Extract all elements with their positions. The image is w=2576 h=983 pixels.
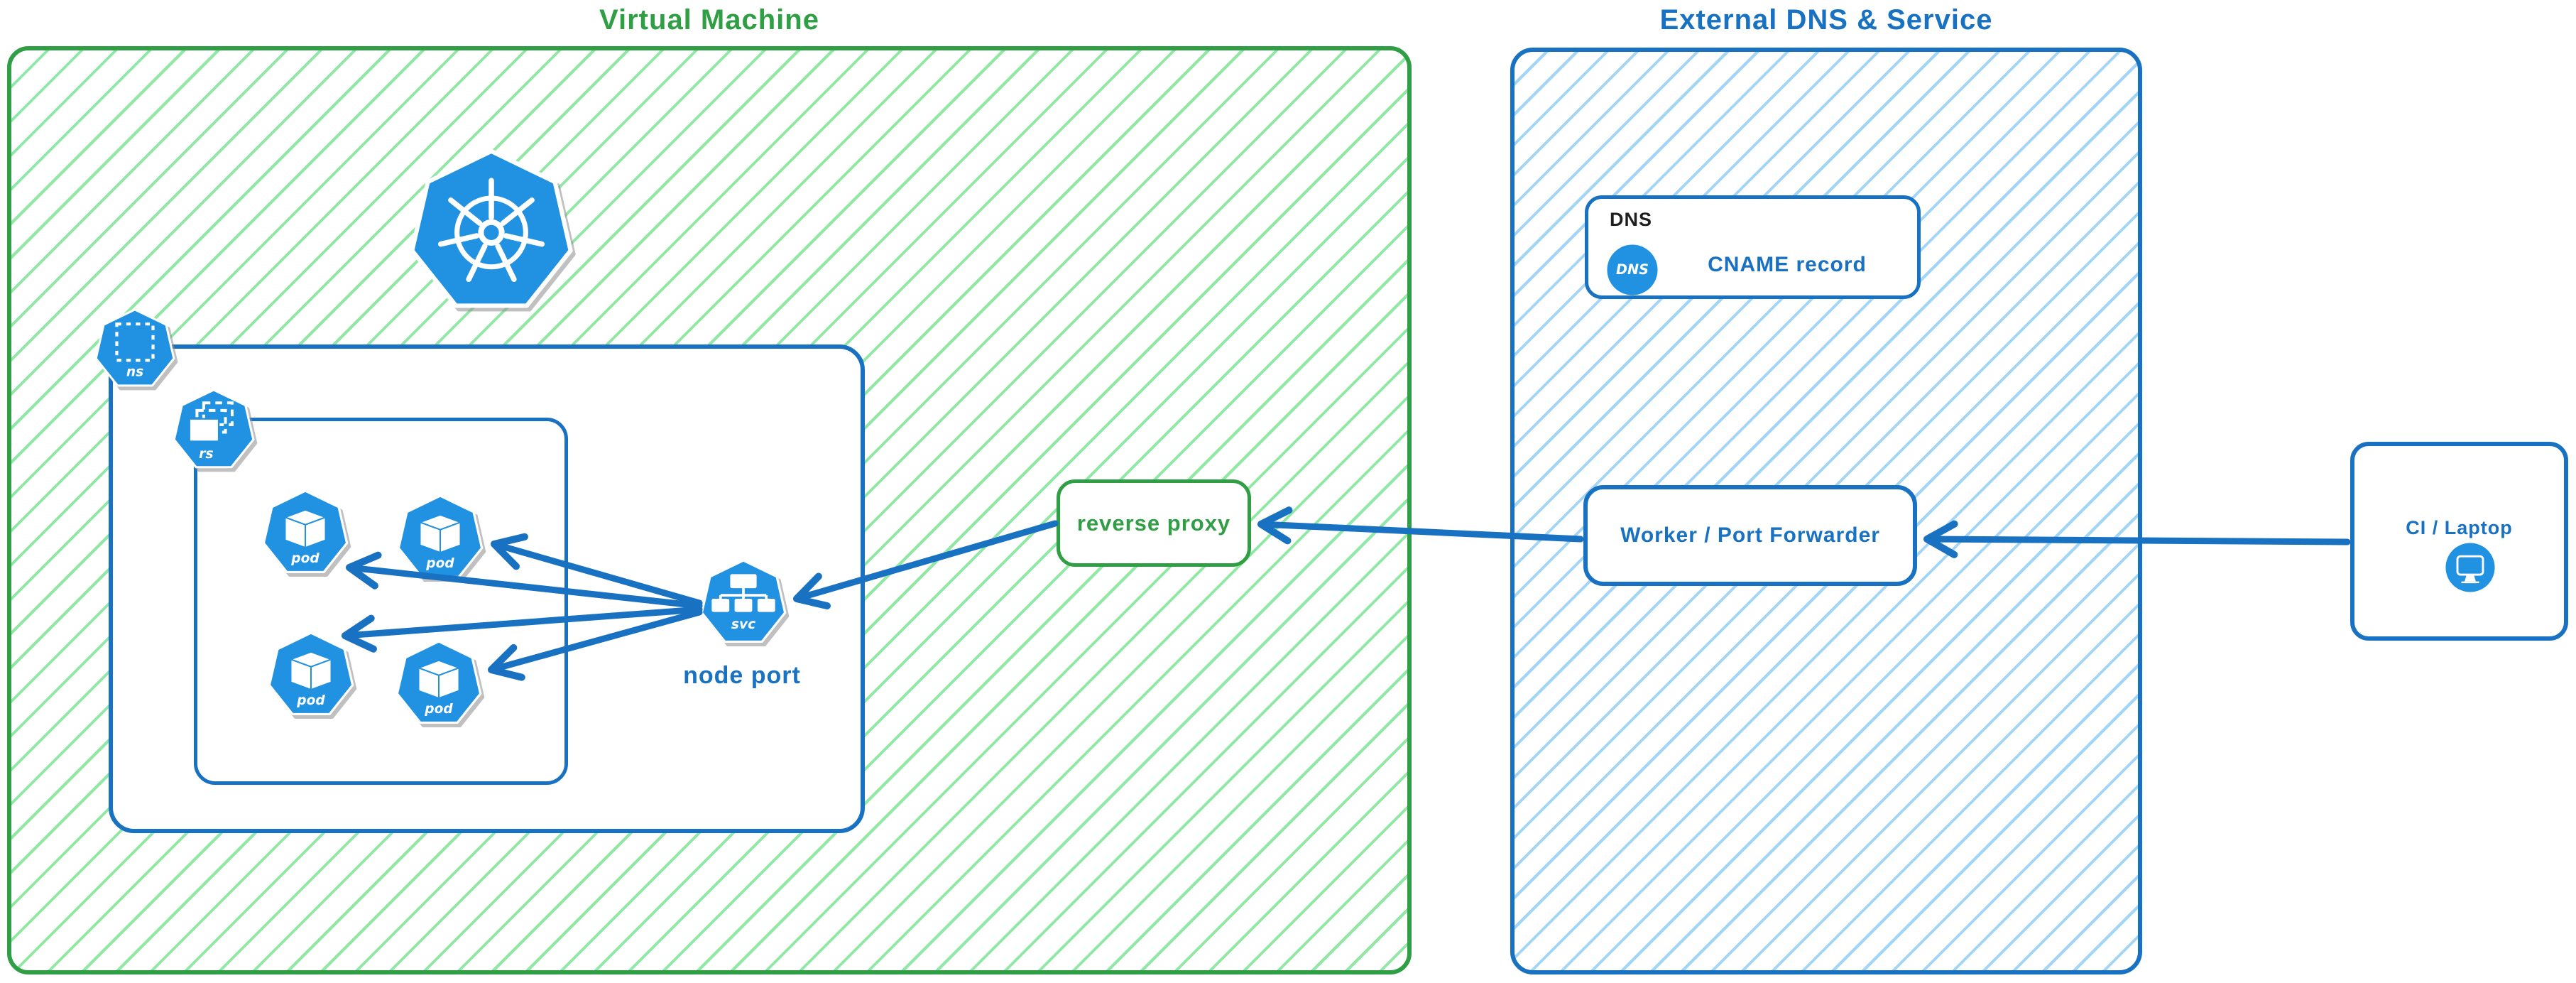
worker-port-forwarder-box: Worker / Port Forwarder: [1583, 485, 1917, 586]
pod-icon: pod: [396, 494, 484, 582]
pod-icon: pod: [261, 489, 349, 577]
reverse-proxy-box: reverse proxy: [1057, 479, 1251, 567]
dns-group-label: DNS: [1610, 209, 1653, 230]
pod-icon: pod: [267, 631, 355, 719]
vm-region-title: Virtual Machine: [599, 4, 819, 36]
svg-text:svc: svc: [731, 617, 755, 632]
cname-record-label: CNAME record: [1708, 253, 1867, 276]
replicaset-icon: rs: [172, 388, 256, 472]
node-port-label: node port: [683, 662, 801, 689]
svg-text:pod: pod: [290, 551, 320, 566]
pod-icon: pod: [395, 639, 483, 727]
replicaset-group-box: [194, 418, 568, 785]
ci-laptop-label: CI / Laptop: [2406, 517, 2513, 538]
worker-port-forwarder-label: Worker / Port Forwarder: [1620, 523, 1880, 547]
svg-text:ns: ns: [126, 364, 143, 379]
laptop-icon: [2445, 542, 2496, 593]
svg-text:pod: pod: [425, 556, 454, 571]
svg-text:rs: rs: [199, 446, 214, 462]
namespace-icon: ns: [94, 308, 176, 390]
svg-text:pod: pod: [296, 693, 325, 708]
svg-text:pod: pod: [424, 702, 453, 717]
kubernetes-logo-icon: [408, 147, 575, 315]
reverse-proxy-label: reverse proxy: [1076, 510, 1231, 536]
external-region-title: External DNS & Service: [1659, 4, 1993, 36]
dns-icon: DNS: [1606, 244, 1659, 296]
svg-text:DNS: DNS: [1616, 261, 1649, 278]
dns-record-box: DNS DNS CNAME record: [1585, 195, 1921, 299]
service-icon: svc: [699, 558, 787, 646]
ci-laptop-box: CI / Laptop: [2350, 442, 2568, 641]
